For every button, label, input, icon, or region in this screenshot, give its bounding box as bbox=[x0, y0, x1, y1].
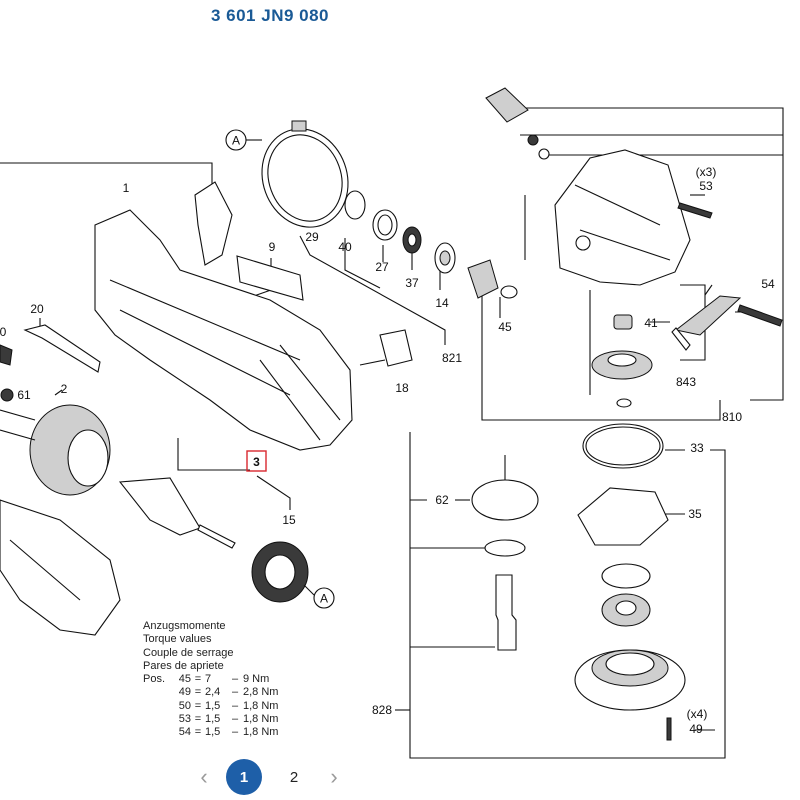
callout-x3: (x3) bbox=[696, 165, 717, 179]
torque-row: 49 = 2,4 – 2,8 Nm bbox=[178, 686, 279, 699]
callout-2: 2 bbox=[61, 382, 68, 396]
o-ring-33 bbox=[582, 423, 664, 469]
chevron-right-icon[interactable]: › bbox=[330, 764, 338, 789]
pinion bbox=[467, 259, 499, 299]
callout-9: 9 bbox=[269, 240, 276, 254]
clip-61 bbox=[0, 388, 14, 402]
callout-a-top: A bbox=[225, 129, 247, 151]
housing-part bbox=[94, 209, 353, 451]
o-ring-62 bbox=[471, 479, 539, 521]
switch-slider bbox=[23, 324, 101, 373]
torque-row: Pos. 45 = 7 – 9 Nm bbox=[143, 673, 270, 686]
callout-810: 810 bbox=[722, 410, 742, 424]
parts bbox=[0, 87, 783, 741]
washer bbox=[484, 539, 526, 557]
callout-37: 37 bbox=[405, 276, 419, 290]
callout-843: 843 bbox=[676, 375, 696, 389]
callout-35: 35 bbox=[688, 507, 702, 521]
stator bbox=[0, 404, 111, 496]
callout-40: 40 bbox=[338, 240, 352, 254]
rating-label bbox=[236, 255, 304, 301]
screw-49 bbox=[666, 717, 672, 741]
bearing-flange bbox=[574, 649, 686, 711]
torque-heading-fr: Couple de serrage bbox=[143, 646, 234, 659]
svg-text:3: 3 bbox=[253, 455, 260, 469]
callout-54: 54 bbox=[761, 277, 775, 291]
torque-row: 50 = 1,5 – 1,8 Nm bbox=[178, 699, 279, 712]
callout-45: 45 bbox=[498, 320, 512, 334]
callout-62: 62 bbox=[435, 493, 449, 507]
callout-x4: (x4) bbox=[687, 707, 708, 721]
armature bbox=[118, 477, 309, 603]
gear-housing bbox=[554, 149, 691, 286]
callout-cut-0: 0 bbox=[0, 325, 7, 339]
callout-1: 1 bbox=[123, 181, 130, 195]
torque-heading-en: Torque values bbox=[143, 633, 212, 646]
screw-54 bbox=[737, 304, 783, 327]
torque-heading-es: Pares de apriete bbox=[143, 659, 224, 672]
rear-housing bbox=[0, 499, 121, 636]
callout-33: 33 bbox=[690, 441, 704, 455]
torque-row: 54 = 1,5 – 1,8 Nm bbox=[178, 726, 279, 739]
torque-row: 53 = 1,5 – 1,8 Nm bbox=[178, 713, 279, 726]
callout-53: 53 bbox=[699, 179, 713, 193]
torque-values-table: Anzugsmomente Torque values Couple de se… bbox=[143, 620, 278, 740]
lock-button bbox=[485, 87, 529, 123]
gasket bbox=[577, 487, 669, 546]
callout-49: 49 bbox=[689, 722, 703, 736]
spindle bbox=[495, 574, 517, 651]
page-2-button[interactable]: 2 bbox=[289, 768, 299, 786]
callout-821: 821 bbox=[442, 351, 462, 365]
pagination: ‹ 1 2 › bbox=[196, 758, 342, 796]
switch-plate bbox=[194, 181, 233, 266]
brush-holder bbox=[379, 329, 413, 367]
pos-label: Pos. bbox=[143, 673, 166, 686]
spring-top bbox=[527, 134, 539, 146]
sleeve-41 bbox=[613, 314, 633, 330]
retaining-ring bbox=[344, 190, 366, 220]
chevron-left-icon[interactable]: ‹ bbox=[200, 764, 208, 789]
callout-20: 20 bbox=[30, 302, 44, 316]
clamping-band bbox=[261, 120, 349, 228]
screw-53 bbox=[677, 202, 713, 219]
svg-text:A: A bbox=[320, 592, 328, 606]
document-title: 3 601 JN9 080 bbox=[210, 6, 330, 25]
spindle-lock-lever bbox=[674, 295, 742, 336]
callout-a-bottom: A bbox=[313, 587, 335, 609]
callout-41: 41 bbox=[644, 316, 658, 330]
page-1-button[interactable]: 1 bbox=[226, 759, 262, 795]
callout-29: 29 bbox=[305, 230, 319, 244]
callout-828: 828 bbox=[372, 703, 392, 717]
spacer-ring bbox=[372, 209, 398, 241]
callout-18: 18 bbox=[395, 381, 409, 395]
nut-45 bbox=[500, 285, 518, 299]
callout-27: 27 bbox=[375, 260, 389, 274]
callout-3-highlight: 3 bbox=[246, 450, 267, 472]
callout-15: 15 bbox=[282, 513, 296, 527]
callout-14: 14 bbox=[435, 296, 449, 310]
circlip bbox=[601, 563, 651, 589]
svg-text:A: A bbox=[232, 134, 240, 148]
torque-heading-de: Anzugsmomente bbox=[143, 620, 226, 632]
callout-61: 61 bbox=[17, 388, 31, 402]
